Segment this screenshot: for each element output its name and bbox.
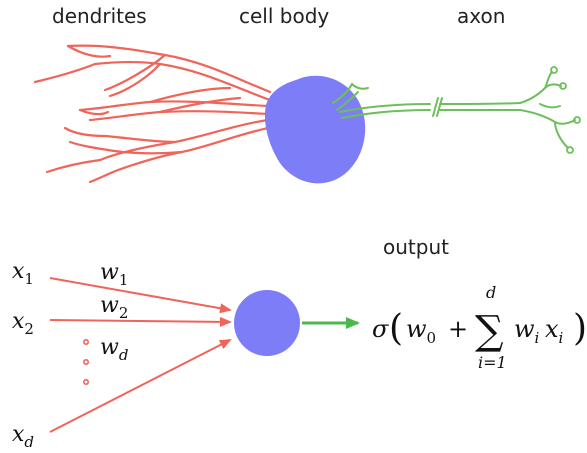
sum-lower-limit: i=1 (478, 353, 507, 372)
cell-body (264, 75, 366, 184)
sigma-symbol: σ (372, 315, 389, 343)
dendrites (33, 44, 272, 184)
w0-term: w0 (406, 315, 436, 347)
input-arrow-2 (49, 316, 232, 327)
paren-close: ) (573, 308, 587, 349)
output-formula: σ ( w0 + ∑ d i=1 wi xi ) (372, 283, 587, 372)
axon (332, 71, 576, 149)
wi-term: wi (514, 315, 540, 347)
plus-sign: + (448, 315, 468, 343)
ellipsis-dots (83, 338, 90, 385)
xd-label: xd (12, 422, 34, 451)
axon-label: axon (457, 4, 505, 28)
sum-upper-limit: d (486, 283, 496, 302)
w1-label: w1 (100, 260, 128, 289)
w2-label: w2 (100, 293, 128, 322)
summation-symbol: ∑ (475, 308, 504, 354)
x1-label: x1 (12, 259, 34, 288)
x2-label: x2 (12, 309, 34, 338)
axon-terminals (550, 66, 581, 154)
paren-open: ( (389, 308, 403, 349)
input-arrow-1 (49, 277, 232, 314)
input-arrow-d (49, 339, 232, 433)
cell-body-label: cell body (239, 4, 329, 28)
dendrites-label: dendrites (52, 4, 147, 28)
neuron-node (234, 290, 300, 356)
output-label: output (383, 235, 449, 259)
xi-term: xi (545, 315, 564, 347)
wd-label: wd (100, 335, 128, 364)
